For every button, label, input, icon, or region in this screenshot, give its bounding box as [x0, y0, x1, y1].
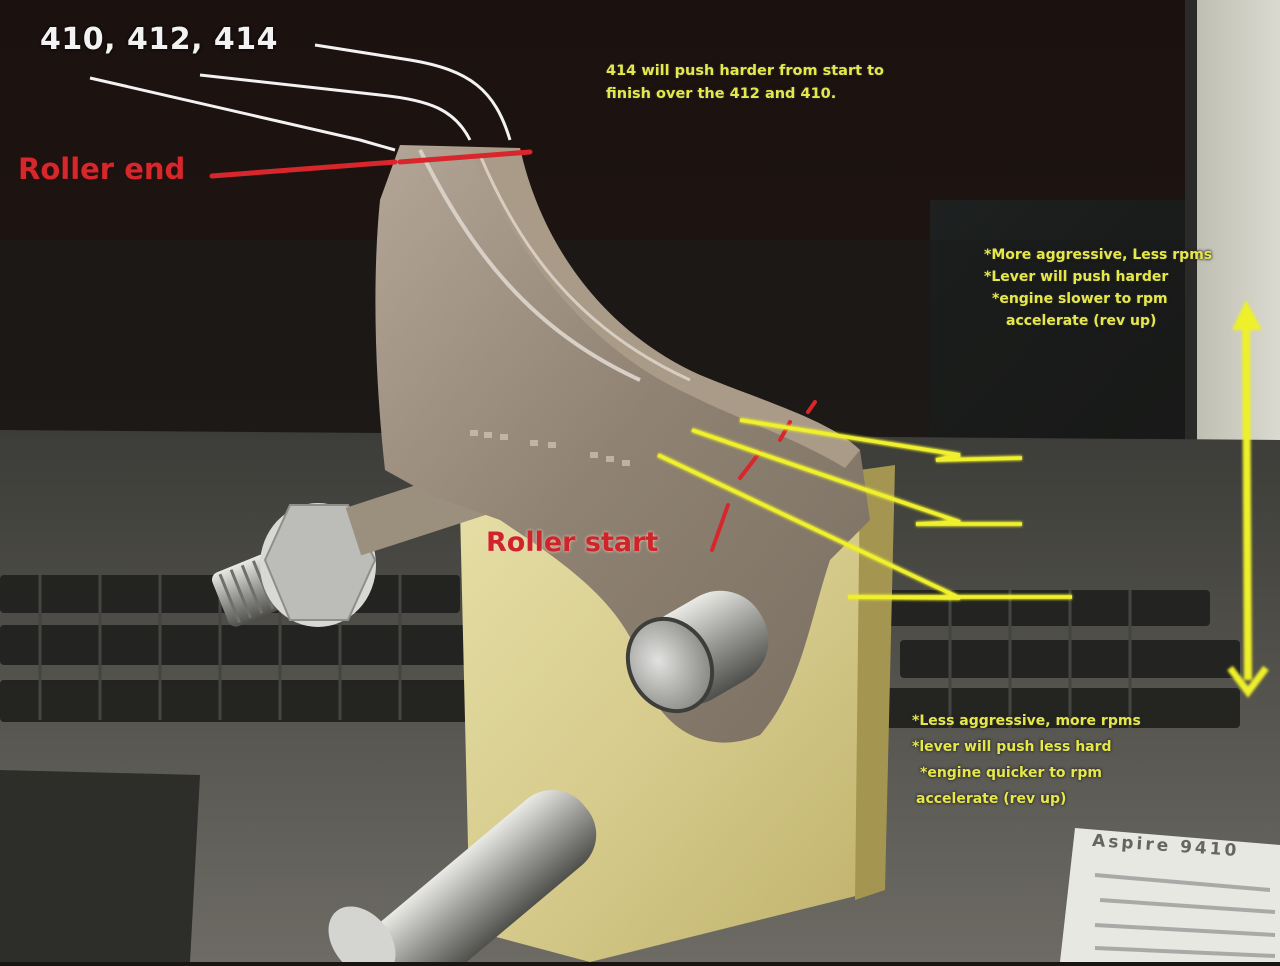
comparison-note-line: 414 will push harder from start to [606, 63, 884, 79]
roller-end-label: Roller end [18, 152, 186, 186]
comparison-note-line: finish over the 412 and 410. [606, 86, 837, 102]
more-aggressive-line: *engine slower to rpm [992, 291, 1168, 307]
less-aggressive-line: *engine quicker to rpm [920, 765, 1102, 781]
less-aggressive-line: *Less aggressive, more rpms [912, 713, 1141, 729]
comparison-note: 414 will push harder from start to finis… [606, 60, 884, 106]
part-numbers-label: 410, 412, 414 [40, 22, 279, 57]
more-aggressive-note: *More aggressive, Less rpms *Lever will … [984, 244, 1212, 332]
more-aggressive-line: *Lever will push harder [984, 269, 1169, 285]
more-aggressive-line: *More aggressive, Less rpms [984, 247, 1213, 263]
less-aggressive-line: *lever will push less hard [912, 739, 1112, 755]
less-aggressive-note: *Less aggressive, more rpms *lever will … [912, 708, 1141, 812]
roller-start-label: Roller start [486, 527, 659, 558]
more-aggressive-line: accelerate (rev up) [1006, 313, 1157, 329]
less-aggressive-line: accelerate (rev up) [916, 791, 1067, 807]
